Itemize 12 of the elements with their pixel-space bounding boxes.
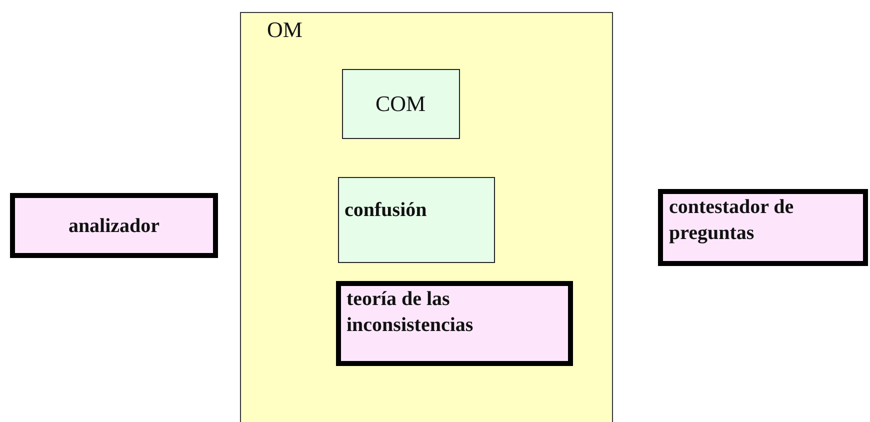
node-label: contestador de preguntas	[669, 195, 795, 246]
node-label: teoría de las inconsistencias	[346, 286, 474, 338]
process-box	[658, 189, 868, 266]
heading: OM	[267, 17, 302, 44]
process-box	[338, 176, 494, 262]
node-label: confusión	[344, 198, 427, 222]
process-box	[10, 193, 218, 258]
process-box	[336, 280, 572, 366]
node-label: COM	[374, 90, 427, 117]
container-box	[240, 12, 613, 422]
process-box	[342, 68, 460, 138]
node-label: analizador	[67, 214, 161, 238]
